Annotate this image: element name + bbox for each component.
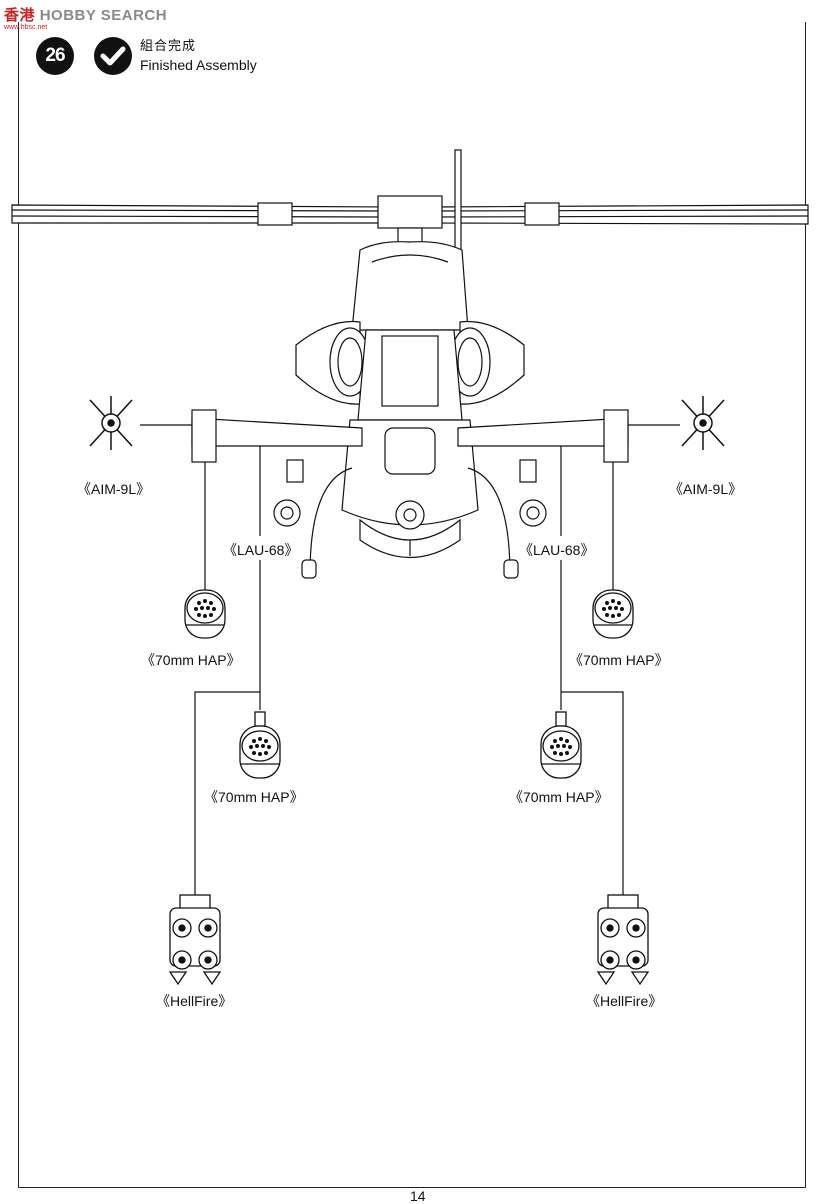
main-rotor	[11, 149, 809, 253]
70mm-hap-pod-left-lower	[239, 711, 281, 779]
70mm-hap-pod-right-upper	[592, 589, 634, 639]
callout-aim-9l-left: 《AIM-9L》	[76, 479, 152, 499]
callout-70mm-hap-left-lower: 《70mm HAP》	[203, 787, 305, 807]
leader-lines	[194, 446, 624, 895]
page-number: 14	[410, 1188, 426, 1204]
callout-lau-68-right: 《LAU-68》	[518, 540, 596, 560]
callout-lau-68-left: 《LAU-68》	[222, 540, 300, 560]
step-title-cn: 組合完成	[140, 39, 197, 54]
callout-hellfire-right: 《HellFire》	[585, 991, 664, 1011]
aim-9l-missile-left	[89, 396, 133, 450]
hellfire-launcher-left	[168, 894, 222, 986]
page-border	[18, 22, 806, 1188]
callout-hellfire-left: 《HellFire》	[155, 991, 234, 1011]
lau-68-pods	[273, 459, 547, 527]
callout-70mm-hap-left-upper: 《70mm HAP》	[140, 650, 242, 670]
step-number-badge: 26	[36, 37, 74, 75]
stub-wings	[140, 409, 680, 463]
watermark-url: www.hbsc.net	[4, 24, 48, 31]
watermark-cn: 香港	[4, 7, 36, 24]
aim-9l-missile-right	[681, 396, 725, 450]
step-title-en: Finished Assembly	[140, 57, 257, 73]
callout-70mm-hap-right-lower: 《70mm HAP》	[508, 787, 610, 807]
callout-70mm-hap-right-upper: 《70mm HAP》	[568, 650, 670, 670]
landing-skids	[301, 467, 519, 579]
callout-aim-9l-right: 《AIM-9L》	[668, 479, 744, 499]
watermark-latin: HOBBY SEARCH	[39, 7, 168, 24]
fuselage	[295, 241, 525, 558]
hellfire-launcher-right	[596, 894, 650, 986]
checkmark-icon	[94, 37, 132, 75]
70mm-hap-pod-left-upper	[184, 589, 226, 639]
step-title: 組合完成 Finished Assembly	[140, 38, 257, 74]
watermark: 香港 HOBBY SEARCH	[4, 4, 167, 25]
70mm-hap-pod-right-lower	[540, 711, 582, 779]
